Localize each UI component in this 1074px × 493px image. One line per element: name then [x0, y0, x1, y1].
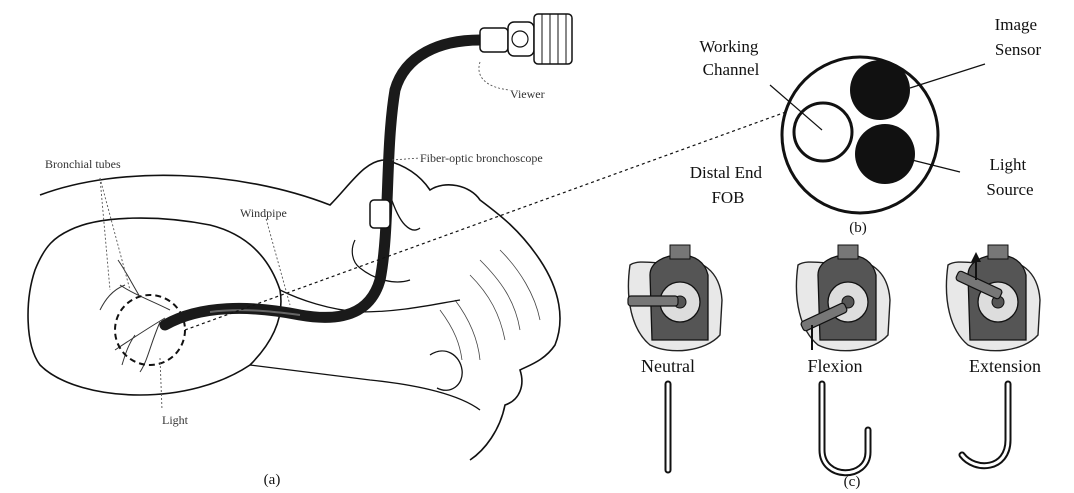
- label-distal-end-line2: FOB: [711, 188, 744, 207]
- label-extension: Extension: [969, 356, 1041, 376]
- panel-b: Working Channel Image Sensor Light Sourc…: [690, 15, 1042, 236]
- panel-a: Bronchial tubes Windpipe Light Viewer Fi…: [28, 14, 830, 488]
- leader-lines: [100, 62, 510, 410]
- state-flexion: Flexion: [796, 245, 890, 473]
- label-working-channel: Working Channel: [699, 37, 762, 79]
- light-source-circle: [855, 124, 915, 184]
- state-extension: Extension: [946, 245, 1055, 466]
- shoulder-outline: [250, 365, 480, 410]
- label-working-channel-line2: Channel: [703, 60, 760, 79]
- image-sensor-circle: [850, 60, 910, 120]
- label-neutral: Neutral: [641, 356, 695, 376]
- caption-a: (a): [264, 472, 281, 488]
- image-sensor-pointer: [910, 64, 985, 88]
- panel-c: Neutral Flexion: [628, 245, 1055, 490]
- state-neutral: Neutral: [628, 245, 722, 470]
- control-body-neutral: [650, 245, 708, 340]
- label-bronchial-tubes: Bronchial tubes: [45, 157, 121, 171]
- mouth-guard: [370, 200, 390, 228]
- label-light-source-line1: Light: [989, 155, 1026, 174]
- caption-b: (b): [849, 220, 867, 236]
- arrow-extension-head: [971, 252, 981, 262]
- label-distal-end-line1: Distal End: [690, 163, 763, 182]
- tip-flexion: [822, 384, 868, 473]
- label-light: Light: [162, 413, 189, 427]
- label-bronchoscope: Fiber-optic bronchoscope: [420, 151, 543, 165]
- label-windpipe: Windpipe: [240, 206, 287, 220]
- distal-tip-circle: [115, 295, 185, 365]
- lever-neutral: [628, 296, 678, 306]
- label-viewer: Viewer: [510, 87, 545, 101]
- nose-outline: [390, 195, 420, 230]
- label-image-sensor-line1: Image: [995, 15, 1037, 34]
- label-light-source: Light Source: [986, 155, 1033, 199]
- label-image-sensor-line2: Sensor: [995, 40, 1042, 59]
- label-flexion: Flexion: [807, 356, 862, 376]
- bronchoscope-tube: [165, 40, 480, 325]
- ear-outline: [430, 351, 462, 390]
- viewer-eyepiece: [480, 14, 572, 64]
- working-channel-circle: [794, 103, 852, 161]
- hair-lines: [440, 250, 540, 360]
- tip-extension: [962, 384, 1008, 466]
- caption-c: (c): [844, 474, 861, 490]
- label-image-sensor: Image Sensor: [995, 15, 1042, 59]
- label-distal-end: Distal End FOB: [690, 163, 767, 207]
- control-body-flexion: [818, 245, 876, 340]
- bronchial-branches: [100, 260, 170, 372]
- label-working-channel-line1: Working: [699, 37, 759, 56]
- label-light-source-line2: Source: [986, 180, 1033, 199]
